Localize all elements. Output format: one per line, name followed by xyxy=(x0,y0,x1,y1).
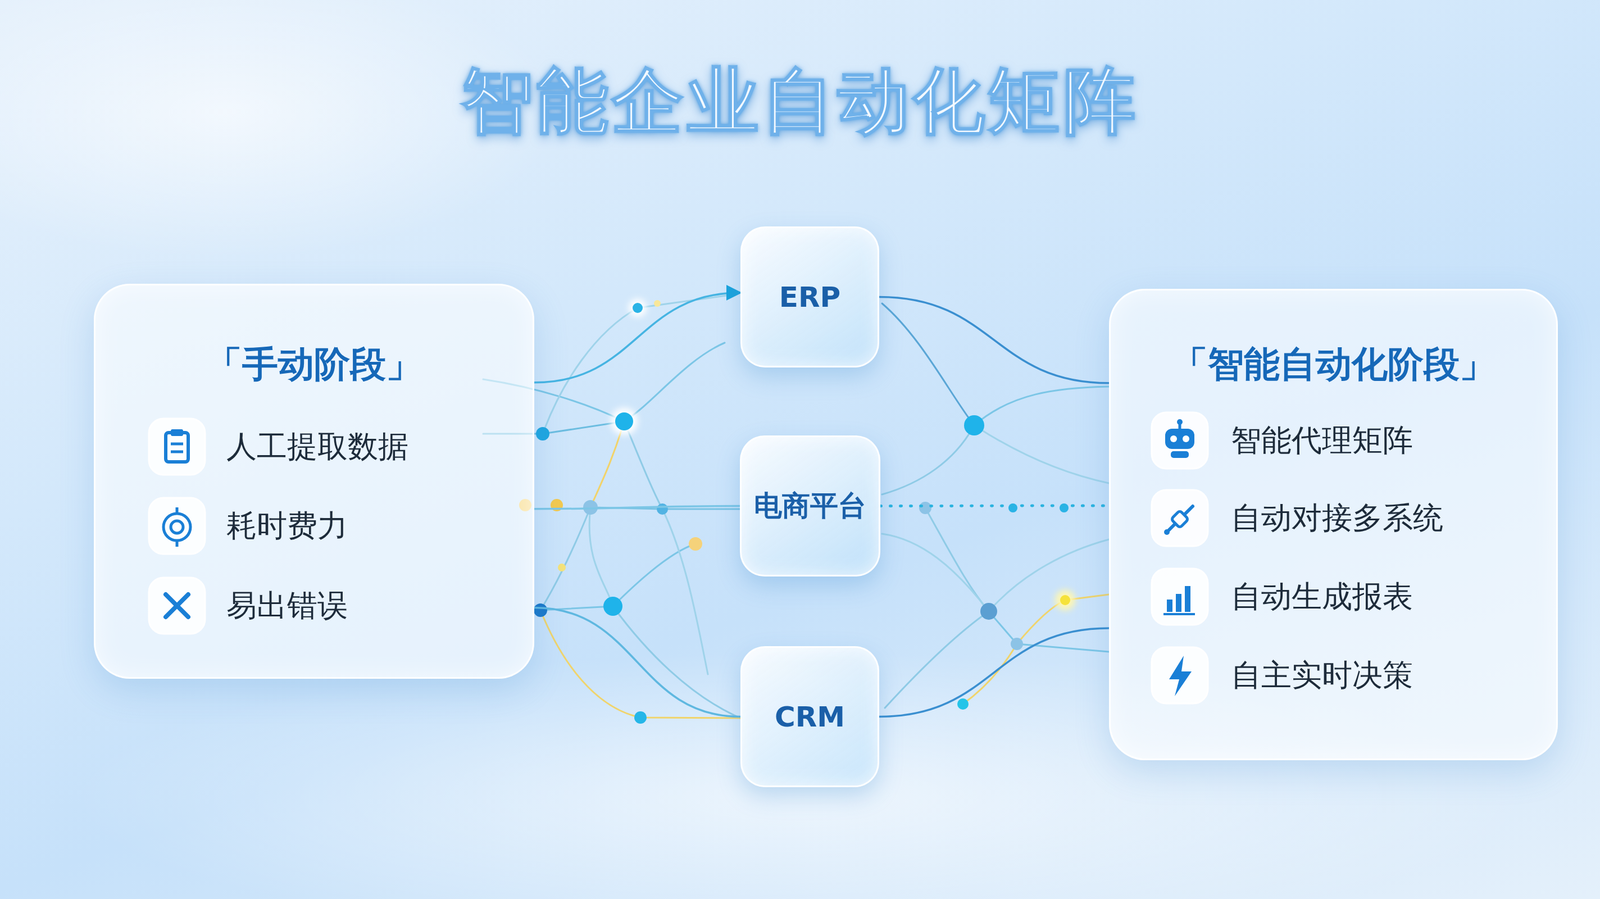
panel-item: 人工提取数据 xyxy=(226,426,409,468)
item-icon xyxy=(147,496,207,556)
stage-panel: 「智能自动化阶段」智能代理矩阵自动对接多系统自动生成报表自主实时决策 xyxy=(1108,288,1558,761)
panel-heading: 「智能自动化阶段」 xyxy=(1110,339,1557,389)
item-icon xyxy=(1150,410,1210,471)
panel-item: 自主实时决策 xyxy=(1230,655,1413,697)
system-label: 电商平台 xyxy=(753,487,867,525)
system-label: CRM xyxy=(774,700,845,734)
item-icon xyxy=(147,575,207,636)
item-icon xyxy=(1150,488,1210,548)
connector xyxy=(534,292,741,383)
item-icon xyxy=(1150,566,1210,627)
stage-panel: 「手动阶段」人工提取数据耗时费力易出错误 xyxy=(93,283,535,679)
panel-item: 易出错误 xyxy=(226,585,348,627)
connector xyxy=(534,607,741,717)
diagram-title: 智能企业自动化矩阵 xyxy=(0,53,1600,151)
system-box: ERP xyxy=(740,226,880,368)
system-box: 电商平台 xyxy=(739,435,881,577)
connector xyxy=(880,503,1110,508)
panel-heading: 「手动阶段」 xyxy=(95,339,533,389)
panel-item: 智能代理矩阵 xyxy=(1230,420,1413,462)
system-box: CRM xyxy=(740,646,880,788)
panel-item: 自动对接多系统 xyxy=(1230,497,1444,539)
item-icon xyxy=(1150,645,1210,706)
panel-item: 耗时费力 xyxy=(226,505,348,547)
system-label: ERP xyxy=(779,280,841,314)
connector xyxy=(879,628,1109,717)
connector xyxy=(534,506,740,509)
connector xyxy=(879,297,1109,384)
panel-item: 自动生成报表 xyxy=(1230,576,1413,618)
item-icon xyxy=(147,416,207,477)
